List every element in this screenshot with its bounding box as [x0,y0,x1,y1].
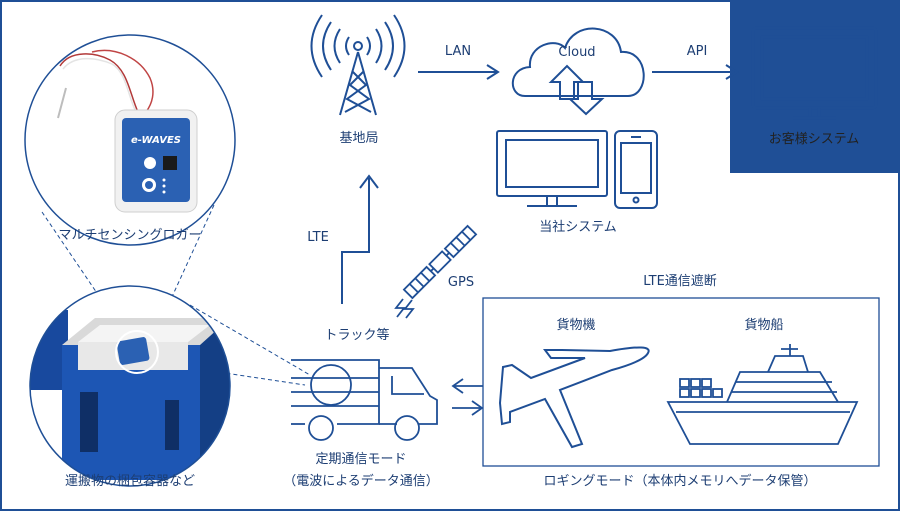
logger-brand: e-WAVES [131,135,181,146]
cargo-aircraft-label: 貨物機 [556,318,596,333]
logging-mode-label: ロギングモード（本体内メモリへデータ保管） [543,474,817,489]
logger-label: マルチセンシングロガー [58,228,202,243]
api-arrow [652,64,739,80]
smartphone-icon [614,130,658,209]
satellite-icon [402,224,478,300]
packaging-label: 運搬物の梱包容器など [64,474,196,489]
logging-mode-box [482,297,880,467]
lte-label: LTE [307,230,329,245]
cell-tower-icon [310,14,406,116]
container-photo [29,285,231,487]
base-station-label: 基地局 [339,131,379,146]
gps-label: GPS [447,275,475,290]
ship-icon [666,344,859,445]
customer-system-label: お客様システム [768,132,860,147]
truck-icon [291,359,438,441]
upload-arrow-icon [548,64,586,100]
company-monitor-icon [496,130,608,207]
signal-bolt-icon [394,298,415,319]
airplane-icon [498,346,650,449]
lte-arrow [341,174,379,304]
download-arrow-icon [567,81,605,116]
customer-monitor-icon [751,26,878,120]
cloud-icon [511,27,645,97]
lte-blocked-label: LTE通信遮断 [643,274,717,289]
periodic-mode-sub-label: （電波によるデータ通信） [283,474,439,489]
mode-switch-arrows [451,378,484,416]
api-label: API [686,44,708,59]
truck-label: トラック等 [324,328,390,343]
periodic-mode-label: 定期通信モード [315,452,407,467]
cargo-ship-label: 貨物船 [744,318,784,333]
cloud-label: Cloud [558,45,596,60]
logger-photo: e-WAVES [24,34,236,246]
lan-arrow [418,64,500,80]
company-system-label: 当社システム [539,220,617,235]
lan-label: LAN [444,44,472,59]
